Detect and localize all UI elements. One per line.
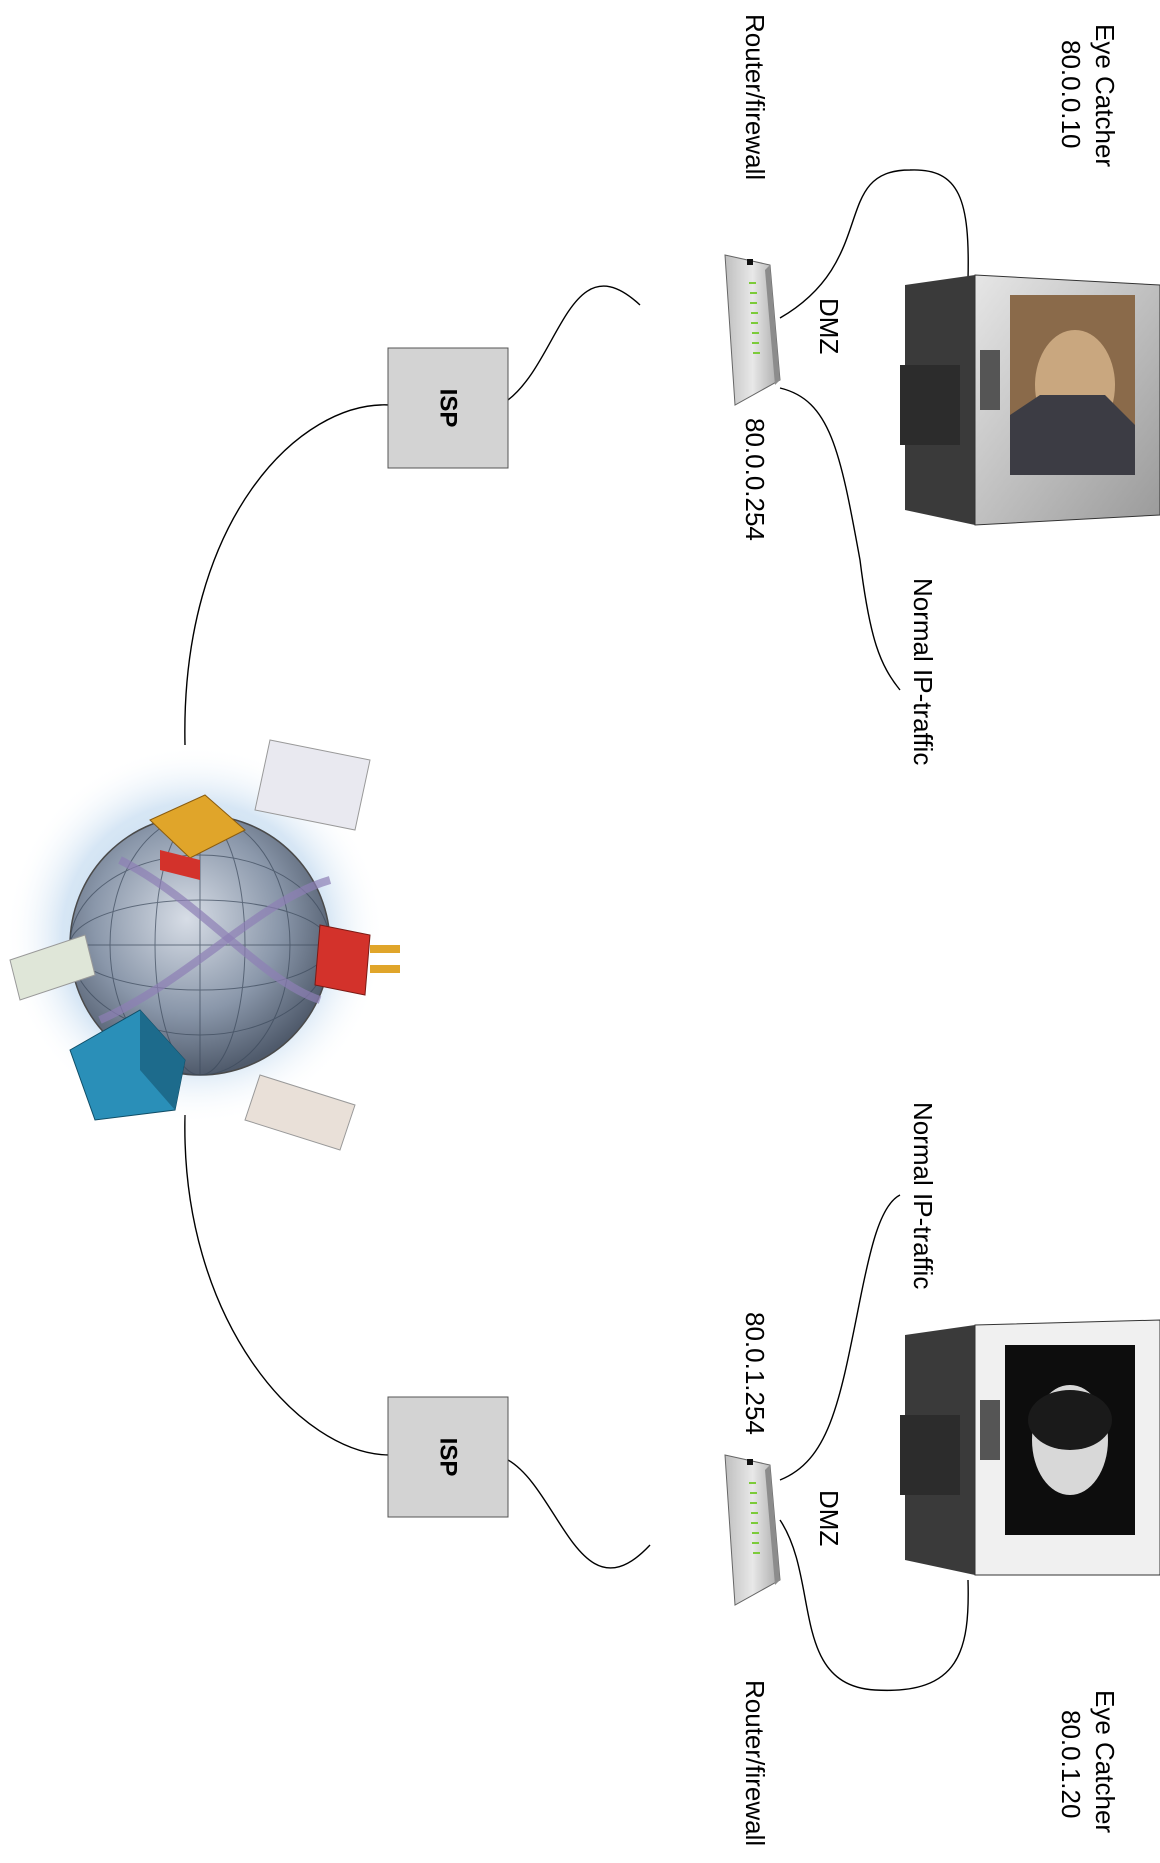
link-router-camera-bottom [779,1519,969,1692]
router-icon [724,254,781,406]
device-name-bottom: Eye Catcher [1090,1690,1120,1834]
device-ip-bottom: 80.0.1.20 [1056,1710,1086,1819]
dmz-label-bottom: DMZ [814,1490,844,1547]
dmz-label-top: DMZ [814,298,844,355]
isp-bottom [387,1396,509,1518]
link-isp-router-bottom [507,1459,651,1569]
display-monitor-icon [900,274,1160,526]
normal-traffic-label-bottom: Normal IP-traffic [908,1102,938,1290]
link-globe-isp-bottom [184,1114,391,1456]
normal-traffic-label-top: Normal IP-traffic [908,578,938,766]
isp-top [387,347,509,469]
router-label-top: Router/firewall [740,14,770,181]
link-isp-router-top [507,285,641,401]
link-router-normal-bottom [779,1194,901,1481]
device-name-top: Eye Catcher [1090,24,1120,168]
link-router-normal-top [779,387,901,691]
link-globe-isp-top [184,404,391,746]
router-ip-top: 80.0.0.254 [740,418,770,541]
globe-icon [5,739,400,1151]
isp-label-bottom: ISP [435,1438,462,1477]
router-icon [724,1454,781,1606]
connections [184,169,969,1692]
isp-label-top: ISP [435,389,462,428]
device-ip-top: 80.0.0.10 [1056,40,1086,149]
display-monitor-icon [900,1319,1160,1576]
link-router-camera-top [779,169,969,319]
router-ip-bottom: 80.0.1.254 [740,1312,770,1435]
router-label-bottom: Router/firewall [740,1680,770,1847]
